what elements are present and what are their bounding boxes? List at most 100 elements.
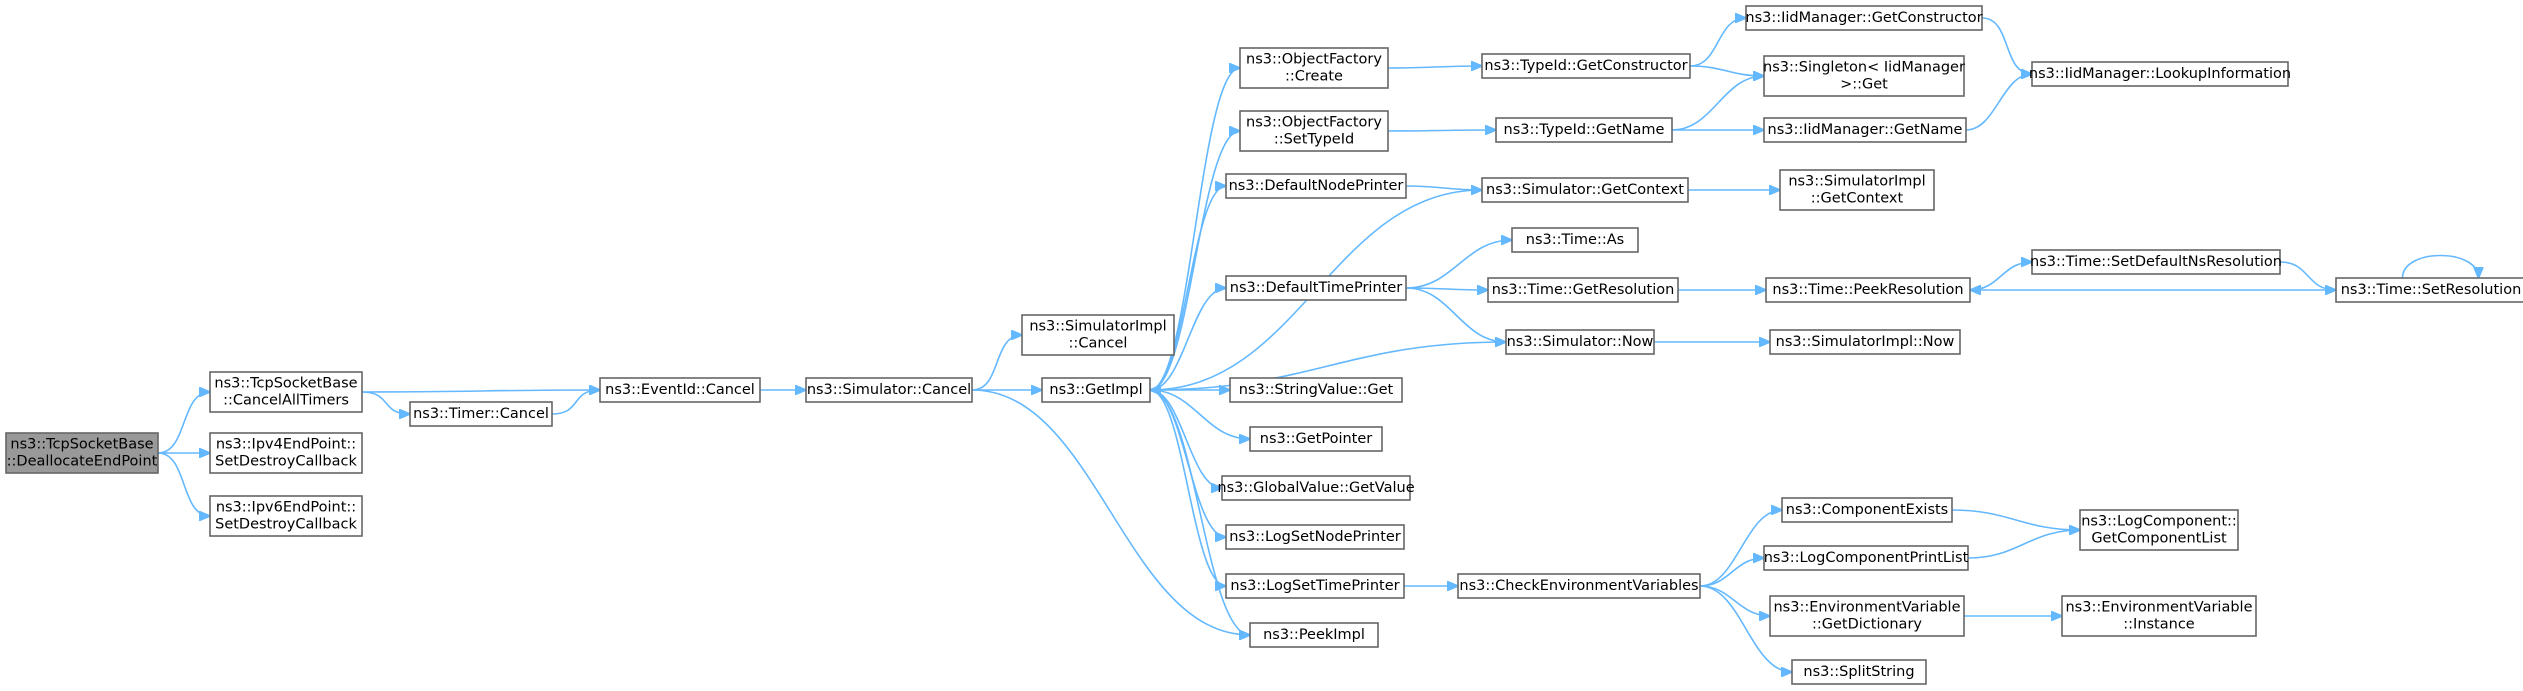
edge-dealloc-to-cancelAllTimers bbox=[157, 392, 210, 454]
node-logComponentPrintList[interactable]: ns3::LogComponentPrintList bbox=[1763, 545, 1969, 571]
node-box bbox=[1249, 622, 1379, 648]
node-eventIdCancel[interactable]: ns3::EventId::Cancel bbox=[599, 377, 761, 403]
node-envVarInstance[interactable]: ns3::EnvironmentVariable::Instance bbox=[2061, 595, 2257, 637]
node-label: SetDestroyCallback bbox=[215, 454, 357, 470]
node-checkEnvVars[interactable]: ns3::CheckEnvironmentVariables bbox=[1457, 573, 1701, 599]
node-label: ns3::EventId::Cancel bbox=[605, 382, 755, 398]
node-label: ns3::SimulatorImpl::Now bbox=[1776, 334, 1955, 350]
node-box bbox=[1225, 173, 1407, 199]
edge-defaultNodePrinter-to-simGetContext bbox=[1405, 186, 1482, 190]
node-simImplGetContext[interactable]: ns3::SimulatorImpl::GetContext bbox=[1779, 169, 1935, 211]
node-iidGetName[interactable]: ns3::IidManager::GetName bbox=[1763, 117, 1967, 143]
edge-timeSetResolution-to-timeSetResolution bbox=[2401, 254, 2479, 279]
node-label: ::Cancel bbox=[1069, 336, 1128, 352]
edge-checkEnvVars-to-splitString bbox=[1699, 585, 1792, 672]
node-box bbox=[1495, 117, 1673, 143]
node-label: ns3::SimulatorImpl bbox=[1029, 319, 1166, 335]
node-label: ::Instance bbox=[2123, 617, 2195, 633]
node-box bbox=[1481, 177, 1689, 203]
node-label: ns3::ObjectFactory bbox=[1246, 52, 1382, 68]
node-label: ns3::TypeId::GetName bbox=[1504, 122, 1665, 138]
node-objFactoryCreate[interactable]: ns3::ObjectFactory::Create bbox=[1239, 47, 1389, 89]
node-logComponentGetList[interactable]: ns3::LogComponent::GetComponentList bbox=[2079, 509, 2239, 551]
node-box bbox=[2335, 277, 2523, 303]
node-box bbox=[1769, 595, 1965, 637]
node-peekImpl[interactable]: ns3::PeekImpl bbox=[1249, 622, 1379, 648]
node-getImpl[interactable]: ns3::GetImpl bbox=[1041, 377, 1151, 403]
edge-getImpl-to-peekImpl bbox=[1149, 389, 1250, 635]
node-label: ::GetDictionary bbox=[1812, 617, 1922, 633]
node-iidGetConstructor[interactable]: ns3::IidManager::GetConstructor bbox=[1745, 5, 1983, 31]
node-ipv4SetDestroy[interactable]: ns3::Ipv4EndPoint::SetDestroyCallback bbox=[209, 432, 363, 474]
node-simNow[interactable]: ns3::Simulator::Now bbox=[1505, 329, 1655, 355]
node-box bbox=[1225, 275, 1407, 301]
node-getPointer[interactable]: ns3::GetPointer bbox=[1249, 426, 1383, 452]
node-label: ns3::PeekImpl bbox=[1263, 627, 1365, 643]
node-iidLookupInformation[interactable]: ns3::IidManager::LookupInformation bbox=[2029, 61, 2291, 87]
node-label: ns3::Time::SetResolution bbox=[2341, 282, 2522, 298]
node-cancelAllTimers[interactable]: ns3::TcpSocketBase::CancelAllTimers bbox=[209, 371, 363, 413]
node-label: ns3::Simulator::Cancel bbox=[807, 382, 971, 398]
edge-getImpl-to-defaultNodePrinter bbox=[1149, 186, 1226, 391]
edge-dealloc-to-ipv6SetDestroy bbox=[157, 452, 210, 516]
node-globalValueGetValue[interactable]: ns3::GlobalValue::GetValue bbox=[1217, 475, 1415, 501]
node-label: SetDestroyCallback bbox=[215, 517, 357, 533]
node-label: ns3::ComponentExists bbox=[1786, 502, 1949, 518]
node-timeSetResolution[interactable]: ns3::Time::SetResolution bbox=[2335, 277, 2523, 303]
node-splitString[interactable]: ns3::SplitString bbox=[1791, 659, 1927, 685]
edge-defaultTimePrinter-to-simNow bbox=[1405, 287, 1506, 342]
node-timerCancel[interactable]: ns3::Timer::Cancel bbox=[409, 401, 553, 427]
node-label: ns3::Ipv6EndPoint:: bbox=[216, 500, 356, 516]
node-box bbox=[1791, 659, 1927, 685]
node-label: ns3::Timer::Cancel bbox=[413, 406, 549, 422]
node-label: ::Create bbox=[1285, 69, 1343, 85]
node-simImplNow[interactable]: ns3::SimulatorImpl::Now bbox=[1769, 329, 1961, 355]
node-box bbox=[1763, 545, 1969, 571]
edge-defaultTimePrinter-to-timeGetResolution bbox=[1405, 288, 1488, 290]
node-timePeekResolution[interactable]: ns3::Time::PeekResolution bbox=[1765, 277, 1971, 303]
edge-getImpl-to-logSetTimePrinter bbox=[1149, 389, 1226, 586]
node-simImplCancel[interactable]: ns3::SimulatorImpl::Cancel bbox=[1021, 314, 1175, 356]
edge-cancelAllTimers-to-timerCancel bbox=[361, 391, 410, 414]
node-label: ns3::LogComponentPrintList bbox=[1764, 550, 1969, 566]
node-box bbox=[5, 432, 159, 474]
node-box bbox=[2031, 249, 2281, 275]
node-label: ns3::GetImpl bbox=[1049, 382, 1142, 398]
node-label: ns3::ObjectFactory bbox=[1246, 115, 1382, 131]
node-box bbox=[1763, 117, 1967, 143]
node-label: ns3::CheckEnvironmentVariables bbox=[1459, 578, 1698, 594]
node-ipv6SetDestroy[interactable]: ns3::Ipv6EndPoint::SetDestroyCallback bbox=[209, 495, 363, 537]
node-box bbox=[1769, 329, 1961, 355]
edge-typeIdGetName-to-singletonGet bbox=[1671, 76, 1764, 131]
node-timeGetResolution[interactable]: ns3::Time::GetResolution bbox=[1487, 277, 1679, 303]
node-box bbox=[2079, 509, 2239, 551]
node-box bbox=[1763, 55, 1965, 97]
node-logSetTimePrinter[interactable]: ns3::LogSetTimePrinter bbox=[1225, 573, 1405, 599]
node-timeAs[interactable]: ns3::Time::As bbox=[1511, 227, 1639, 253]
node-timeSetDefaultNsResolution[interactable]: ns3::Time::SetDefaultNsResolution bbox=[2030, 249, 2282, 275]
node-label: ns3::DefaultTimePrinter bbox=[1230, 280, 1402, 296]
node-logSetNodePrinter[interactable]: ns3::LogSetNodePrinter bbox=[1225, 524, 1405, 550]
node-label: ns3::LogComponent:: bbox=[2081, 514, 2237, 530]
node-label: GetComponentList bbox=[2091, 531, 2227, 547]
edge-simCancel-to-peekImpl bbox=[971, 389, 1250, 635]
node-simGetContext[interactable]: ns3::Simulator::GetContext bbox=[1481, 177, 1689, 203]
node-singletonGet[interactable]: ns3::Singleton< IidManager >::Get bbox=[1763, 55, 1965, 97]
node-box bbox=[209, 432, 363, 474]
edge-getImpl-to-defaultTimePrinter bbox=[1149, 288, 1226, 391]
edge-simNow-to-getImpl bbox=[1150, 341, 1507, 390]
node-envVarGetDictionary[interactable]: ns3::EnvironmentVariable::GetDictionary bbox=[1769, 595, 1965, 637]
node-box bbox=[599, 377, 761, 403]
node-box bbox=[1765, 277, 1971, 303]
node-dealloc[interactable]: ns3::TcpSocketBase::DeallocateEndPoint bbox=[5, 432, 159, 474]
node-defaultNodePrinter[interactable]: ns3::DefaultNodePrinter bbox=[1225, 173, 1407, 199]
node-typeIdGetConstructor[interactable]: ns3::TypeId::GetConstructor bbox=[1481, 53, 1691, 79]
node-stringValueGet[interactable]: ns3::StringValue::Get bbox=[1229, 377, 1403, 403]
node-defaultTimePrinter[interactable]: ns3::DefaultTimePrinter bbox=[1225, 275, 1407, 301]
node-componentExists[interactable]: ns3::ComponentExists bbox=[1781, 497, 1953, 523]
node-box bbox=[1505, 329, 1655, 355]
node-objFactorySetTypeId[interactable]: ns3::ObjectFactory::SetTypeId bbox=[1239, 110, 1389, 152]
node-label: ns3::TcpSocketBase bbox=[10, 437, 153, 453]
node-simCancel[interactable]: ns3::Simulator::Cancel bbox=[805, 377, 973, 403]
node-typeIdGetName[interactable]: ns3::TypeId::GetName bbox=[1495, 117, 1673, 143]
